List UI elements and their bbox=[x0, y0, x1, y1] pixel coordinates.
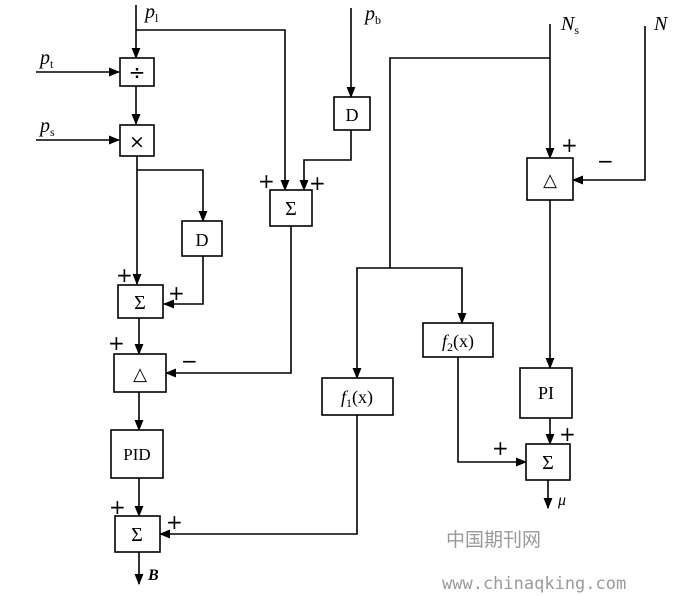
block-sum-left: Σ bbox=[117, 284, 164, 319]
deriv-mid-label: D bbox=[196, 230, 209, 250]
sign-plus-sum-top-left: + bbox=[258, 169, 275, 193]
deriv-b-label: D bbox=[346, 105, 359, 125]
output-label-mu: μ bbox=[557, 492, 566, 509]
block-delta-left: △ bbox=[113, 353, 167, 393]
pid-label: PID bbox=[123, 445, 150, 464]
input-label-pl: pl bbox=[143, 1, 159, 25]
sign-plus-sum-right-left: + bbox=[492, 436, 509, 460]
input-label-n: N bbox=[653, 13, 669, 35]
sign-minus-delta-right: − bbox=[597, 149, 614, 173]
block-f2: f2(x) bbox=[422, 322, 494, 358]
delta-left-symbol: △ bbox=[133, 364, 147, 385]
watermark-cn: 中国期刊网 bbox=[446, 529, 541, 551]
input-label-ns: Ns bbox=[560, 13, 579, 37]
sum-left-symbol: Σ bbox=[134, 292, 146, 314]
line-f2-to-sum-right bbox=[457, 357, 528, 467]
f2-label: f2(x) bbox=[442, 331, 474, 354]
block-divide: ÷ bbox=[119, 57, 155, 87]
line-ns-branch bbox=[389, 57, 550, 268]
pi-label: PI bbox=[538, 383, 554, 403]
block-pi: PI bbox=[519, 367, 573, 419]
divide-symbol: ÷ bbox=[129, 60, 146, 84]
block-sum-top: Σ bbox=[269, 189, 313, 227]
line-sum-top-to-delta-left bbox=[164, 226, 292, 378]
line-pl-to-sum-top bbox=[136, 29, 290, 192]
watermark-url: www.chinaqking.com bbox=[442, 574, 626, 594]
block-f1: f1(x) bbox=[321, 377, 394, 416]
sign-plus-sum-right-top: + bbox=[559, 422, 576, 446]
input-label-pb: pb bbox=[363, 3, 381, 27]
output-label-b: B bbox=[147, 567, 159, 584]
sign-plus-sum-left-right: + bbox=[168, 281, 185, 305]
input-label-ps: ps bbox=[38, 115, 55, 139]
block-sum-out-right: Σ bbox=[525, 443, 571, 481]
line-multiply-to-d-mid bbox=[137, 169, 208, 223]
sign-plus-delta-right-top: + bbox=[561, 133, 578, 157]
input-label-pt: pt bbox=[38, 47, 54, 71]
line-f1-to-sum-out bbox=[158, 415, 358, 539]
multiply-symbol: × bbox=[129, 131, 145, 153]
block-multiply: × bbox=[119, 124, 155, 157]
sign-labels: + + + + + − + + + − + + bbox=[108, 133, 614, 534]
line-branch-to-f2 bbox=[390, 267, 467, 325]
block-pid: PID bbox=[110, 429, 164, 479]
sign-plus-delta-left-top: + bbox=[108, 331, 125, 355]
block-deriv-b: D bbox=[333, 96, 371, 131]
f1-label: f1(x) bbox=[341, 387, 373, 410]
sign-plus-sum-out-left-top: + bbox=[109, 495, 126, 519]
block-delta-right: △ bbox=[526, 157, 574, 201]
delta-right-symbol: △ bbox=[543, 170, 557, 191]
block-sum-out-left: Σ bbox=[114, 515, 161, 553]
sign-plus-sum-left-top: + bbox=[116, 263, 133, 287]
sign-plus-sum-top-right: + bbox=[309, 171, 326, 195]
sign-minus-delta-left: − bbox=[181, 349, 198, 373]
line-d-to-sum-top bbox=[299, 130, 352, 192]
line-d-mid-to-sum-left bbox=[162, 256, 204, 309]
sum-top-symbol: Σ bbox=[285, 198, 297, 220]
line-n-to-delta-right bbox=[571, 26, 646, 185]
signal-lines bbox=[36, 5, 646, 586]
sum-out-left-symbol: Σ bbox=[131, 524, 143, 546]
line-branch-to-f1 bbox=[352, 267, 390, 380]
sum-out-right-symbol: Σ bbox=[542, 452, 554, 474]
sign-plus-sum-out-left-right: + bbox=[166, 510, 183, 534]
block-deriv-mid: D bbox=[181, 220, 223, 257]
